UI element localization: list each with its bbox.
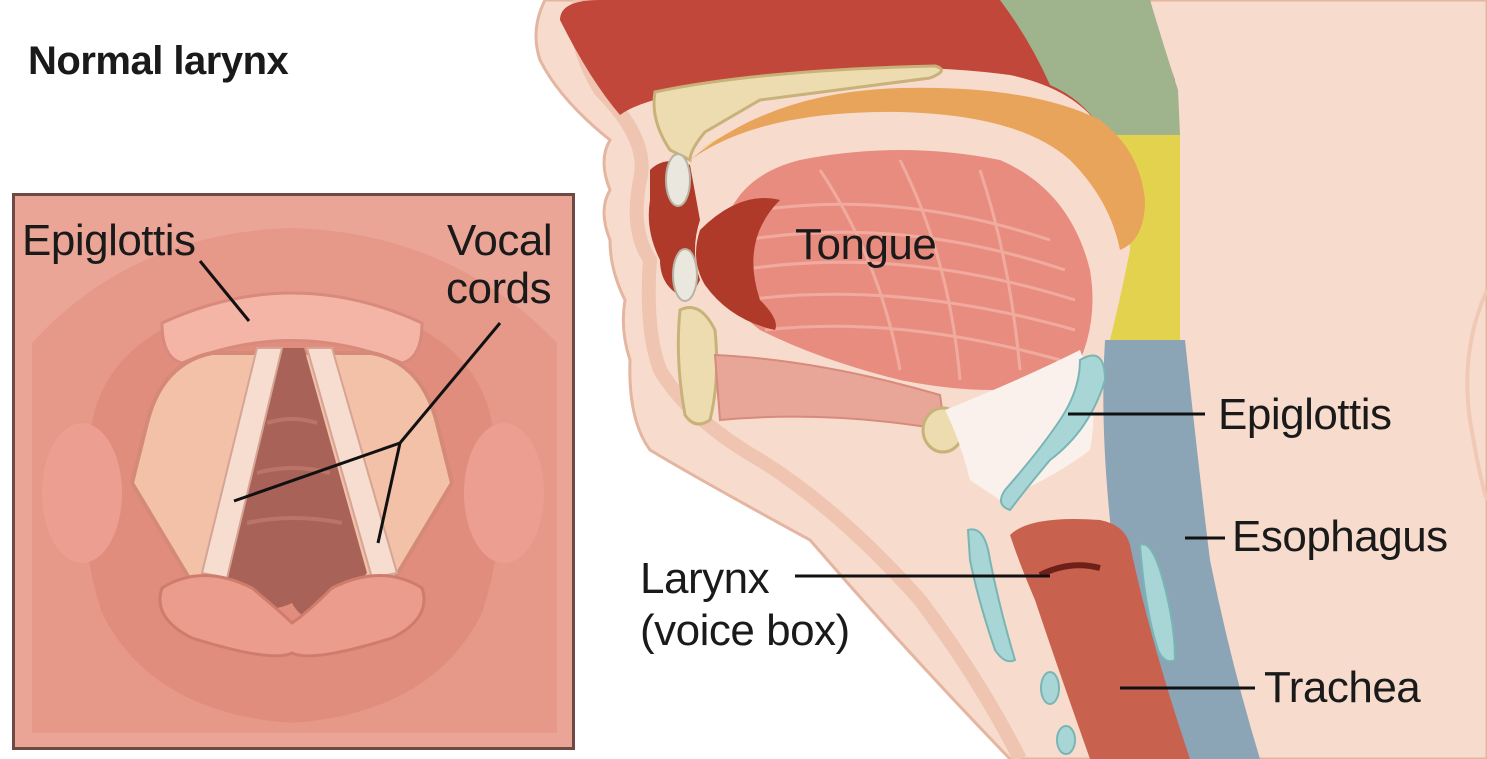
vocal-cords-leader-right xyxy=(376,442,402,544)
arytenoid-cartilage xyxy=(1138,543,1177,663)
vocal-cords-label-line2: cords xyxy=(446,264,552,313)
trachea xyxy=(1010,519,1190,759)
trachea-label: Trachea xyxy=(1264,663,1421,712)
oral-pharynx-band xyxy=(700,95,1180,340)
tracheal-ring-1 xyxy=(1040,671,1060,705)
hard-palate xyxy=(652,64,943,163)
inset-leader-lines xyxy=(198,260,502,544)
neck-back-contour xyxy=(1465,289,1487,501)
arytenoid-folds xyxy=(158,574,426,658)
larynx-opening xyxy=(1038,562,1101,578)
thyroid-cartilage xyxy=(966,528,1017,663)
soft-palate xyxy=(690,87,1145,250)
face-inner-contour xyxy=(570,0,1027,759)
inset-epiglottis-label: Epiglottis xyxy=(22,216,196,265)
epiglottis-label: Epiglottis xyxy=(1218,390,1392,439)
lower-tooth xyxy=(672,248,698,302)
larynx-label-line2: (voice box) xyxy=(640,606,850,655)
vocal-cords-leader-left xyxy=(233,441,401,503)
side-leader-lines xyxy=(795,412,1255,690)
inset-epiglottis-leader xyxy=(198,260,251,322)
tongue-tip xyxy=(696,198,780,330)
nasal-cavity-green xyxy=(1000,0,1180,135)
esophagus-label: Esophagus xyxy=(1232,512,1448,561)
epiglottis-cartilage xyxy=(1000,354,1107,512)
right-vocal-cord xyxy=(305,347,399,580)
mandible xyxy=(676,306,719,426)
diagram-title: Normal larynx xyxy=(28,39,289,83)
tongue xyxy=(720,150,1093,390)
upper-tooth xyxy=(665,153,691,207)
larynx-label-line1: Larynx xyxy=(640,554,770,603)
tracheal-ring-2 xyxy=(1056,725,1076,755)
pharynx-tissue xyxy=(945,350,1094,500)
tongue-muscle-fibers xyxy=(739,159,1076,381)
larynx-top-view xyxy=(12,193,575,750)
glottic-opening xyxy=(222,348,367,623)
left-piriform xyxy=(42,423,122,563)
vocal-cords-label-line1: Vocal xyxy=(447,216,553,265)
tongue-label: Tongue xyxy=(795,220,937,269)
epiglottis-top xyxy=(160,291,424,365)
right-piriform xyxy=(464,423,544,563)
vocal-cords-leader-main xyxy=(398,322,502,444)
